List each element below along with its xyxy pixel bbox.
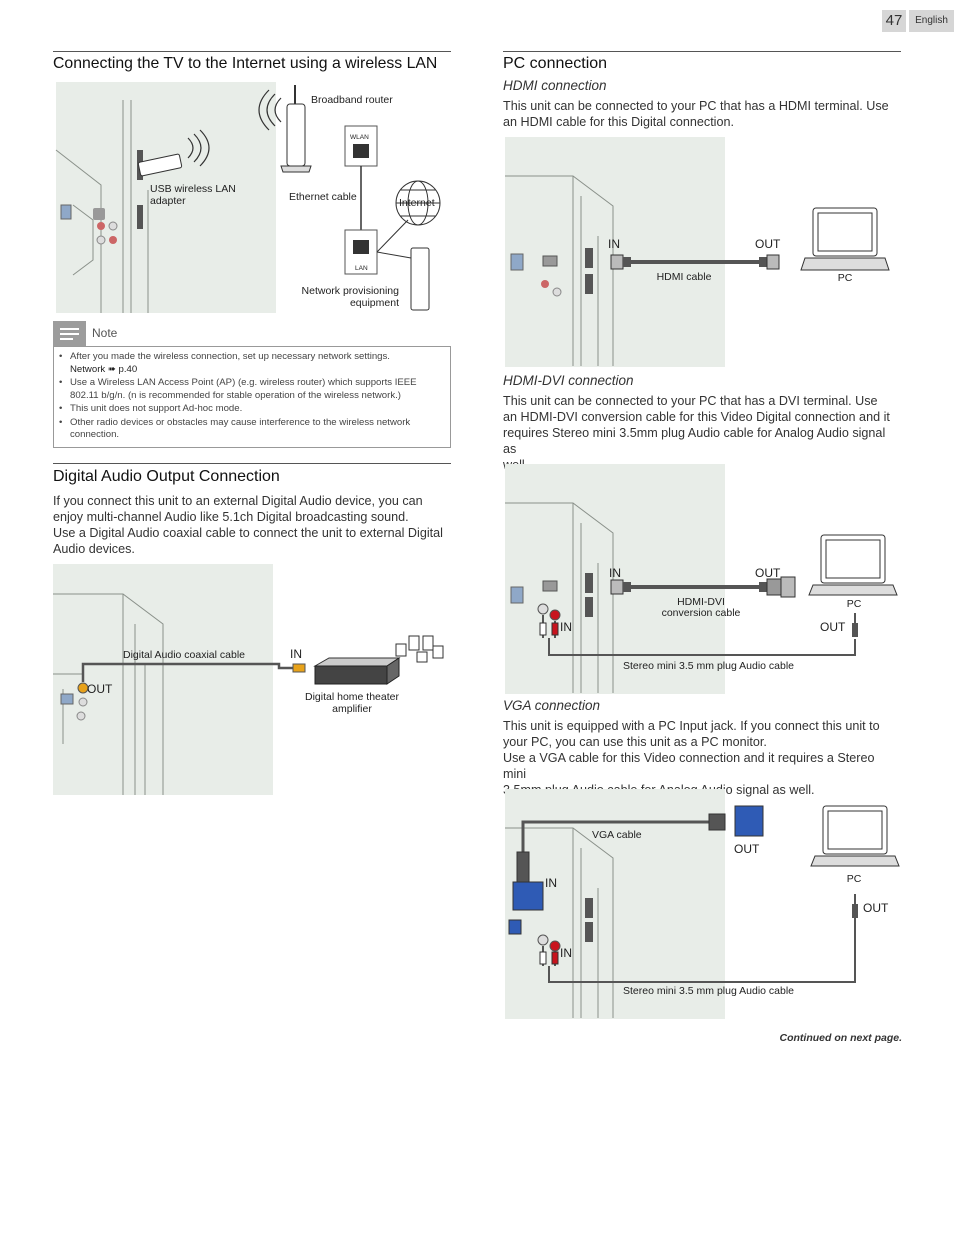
amplifier-icon — [314, 665, 388, 685]
note-box — [53, 346, 451, 448]
vga-cable-label: VGA cable — [592, 829, 642, 841]
usb-adapter — [137, 153, 183, 177]
in-label: IN — [609, 566, 621, 580]
coaxial-jack — [77, 682, 89, 694]
continued-note: Continued on next page. — [779, 1032, 903, 1044]
speaker-icon — [422, 635, 434, 651]
speaker-icon — [395, 643, 407, 657]
hdmi-text: This unit can be connected to your PC th… — [503, 99, 889, 129]
audio-out-label: OUT — [820, 620, 846, 634]
hdmi-subtitle: HDMI connection — [503, 78, 607, 93]
amplifier-label: Digital home theater — [305, 691, 399, 703]
router-icon — [286, 103, 306, 167]
hdmi-dvi-figure: IN OUT HDMI-DVI conversion cable PC IN O… — [503, 463, 901, 695]
note-item: Use a Wireless LAN Access Point (AP) (e.… — [57, 377, 442, 402]
tv-back-panel — [56, 82, 276, 313]
hdmi-dvi-text: This unit can be connected to your PC th… — [503, 394, 890, 472]
pc-label: PC — [838, 272, 853, 284]
note-item: This unit does not support Ad-hoc mode. — [57, 403, 442, 416]
vga-figure: VGA cable OUT IN PC OUT IN Stereo mini 3… — [503, 788, 901, 1020]
page-number: 47 — [882, 10, 906, 32]
speaker-icon — [432, 645, 444, 659]
audio-in-label: IN — [560, 946, 572, 960]
section-rule — [53, 463, 451, 464]
wireless-lan-figure: Broadband router WLAN USB wireless LAN a… — [53, 80, 451, 314]
out-label: OUT — [755, 237, 781, 251]
audio-cable-label: Stereo mini 3.5 mm plug Audio cable — [623, 660, 794, 672]
audio-cable-label: Stereo mini 3.5 mm plug Audio cable — [623, 985, 794, 997]
hdmi-dvi-cable-label: HDMI-DVI — [677, 596, 725, 608]
usb-adapter-label-2: adapter — [150, 195, 186, 207]
vga-connector — [512, 881, 544, 911]
vga-connector — [734, 805, 764, 837]
coaxial-cable — [81, 662, 293, 682]
out-label: OUT — [755, 566, 781, 580]
internet-label: Internet — [399, 197, 435, 209]
section-rule — [503, 51, 901, 52]
in-label: IN — [608, 237, 620, 251]
note-icon — [53, 321, 86, 346]
digital-audio-text: If you connect this unit to an external … — [53, 494, 443, 556]
in-label: IN — [290, 647, 302, 661]
tv-back-panel — [505, 137, 725, 367]
pc-label: PC — [847, 598, 862, 610]
section-rule — [53, 51, 451, 52]
npe-label-2: equipment — [350, 297, 399, 309]
pc-connection-title: PC connection — [503, 55, 608, 72]
hdmi-dvi-cable-label-2: conversion cable — [662, 607, 741, 619]
network-equipment-icon — [410, 247, 430, 311]
ethernet-label: Ethernet cable — [289, 191, 357, 203]
speaker-icon — [416, 651, 428, 663]
coaxial-cable-label: Digital Audio coaxial cable — [123, 649, 245, 661]
note-item: After you made the wireless connection, … — [57, 351, 442, 376]
out-label: OUT — [734, 842, 760, 856]
wifi-signal-icon — [258, 89, 282, 131]
note-list: After you made the wireless connection, … — [57, 351, 442, 443]
pc-label: PC — [847, 873, 862, 885]
wlan-label: WLAN — [350, 134, 369, 141]
npe-label: Network provisioning — [302, 285, 400, 297]
digital-audio-title: Digital Audio Output Connection — [53, 468, 280, 485]
note-item: Other radio devices or obstacles may cau… — [57, 417, 442, 442]
hdmi-figure: IN OUT HDMI cable PC — [503, 136, 901, 368]
note-title: Note — [92, 326, 118, 340]
hdmi-cable-label: HDMI cable — [657, 271, 712, 283]
out-label: OUT — [87, 682, 113, 696]
wireless-title: Connecting the TV to the Internet using … — [53, 55, 438, 72]
lan-label: LAN — [355, 265, 368, 272]
router-label: Broadband router — [311, 94, 393, 106]
vga-subtitle: VGA connection — [503, 698, 601, 713]
vga-text: This unit is equipped with a PC Input ja… — [503, 719, 880, 797]
audio-out-label: OUT — [863, 901, 889, 915]
language-tab: English — [909, 10, 954, 32]
audio-in-label: IN — [560, 620, 572, 634]
in-label: IN — [545, 876, 557, 890]
speaker-icon — [408, 635, 420, 651]
hdmi-dvi-subtitle: HDMI-DVI connection — [503, 373, 634, 388]
digital-audio-figure: Digital Audio coaxial cable IN OUT Digit… — [53, 564, 451, 796]
wifi-signal-icon — [187, 129, 210, 167]
amplifier-label-2: amplifier — [332, 703, 372, 715]
usb-adapter-label: USB wireless LAN — [150, 183, 236, 195]
